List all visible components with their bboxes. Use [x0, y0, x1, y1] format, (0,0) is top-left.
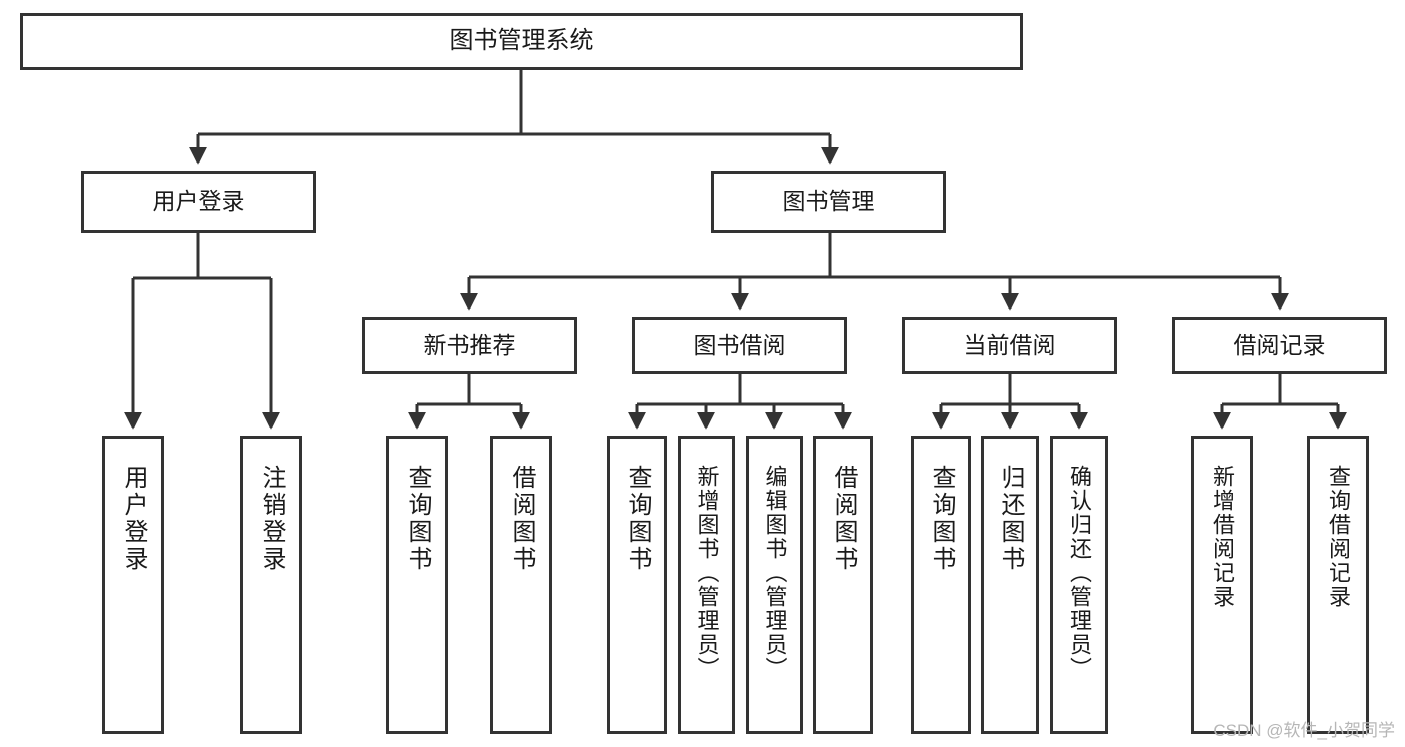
node-label: 查询图书: [404, 465, 431, 573]
node-label: 注销登录: [258, 465, 285, 573]
node-user-login[interactable]: 用户登录: [81, 171, 316, 233]
node-label: 图书管理: [782, 188, 875, 215]
node-leaf-borrow-book[interactable]: 借阅图书: [813, 436, 873, 734]
node-label: 查询借阅记录: [1326, 465, 1351, 609]
node-leaf-user-login[interactable]: 用户登录: [102, 436, 164, 734]
node-leaf-borrow-book-recommend[interactable]: 借阅图书: [490, 436, 552, 734]
node-label: 用户登录: [152, 188, 245, 215]
node-label: 图书管理系统: [449, 27, 594, 55]
node-label: 编辑图书（管理员）: [762, 465, 788, 681]
node-label: 借阅记录: [1233, 331, 1326, 358]
node-leaf-add-borrow-record[interactable]: 新增借阅记录: [1191, 436, 1253, 734]
node-label: 借阅图书: [830, 465, 857, 573]
node-leaf-edit-book-admin[interactable]: 编辑图书（管理员）: [746, 436, 803, 734]
node-root-book-management-system[interactable]: 图书管理系统: [20, 13, 1023, 70]
node-label: 当前借阅: [963, 331, 1056, 358]
node-leaf-query-book-current[interactable]: 查询图书: [911, 436, 971, 734]
node-new-book-recommend[interactable]: 新书推荐: [362, 317, 577, 374]
node-leaf-query-book-borrow[interactable]: 查询图书: [607, 436, 667, 734]
csdn-watermark: CSDN @软件_小贺同学: [1213, 721, 1395, 740]
node-leaf-logout[interactable]: 注销登录: [240, 436, 302, 734]
node-label: 用户登录: [120, 465, 147, 573]
node-label: 归还图书: [997, 465, 1024, 573]
node-book-management[interactable]: 图书管理: [711, 171, 946, 233]
node-borrow-record[interactable]: 借阅记录: [1172, 317, 1387, 374]
node-label: 新增图书（管理员）: [694, 465, 720, 681]
node-leaf-add-book-admin[interactable]: 新增图书（管理员）: [678, 436, 735, 734]
node-label: 查询图书: [624, 465, 651, 573]
node-current-borrow[interactable]: 当前借阅: [902, 317, 1117, 374]
node-leaf-return-book[interactable]: 归还图书: [981, 436, 1039, 734]
node-leaf-query-book-recommend[interactable]: 查询图书: [386, 436, 448, 734]
node-book-borrow[interactable]: 图书借阅: [632, 317, 847, 374]
node-label: 新书推荐: [423, 331, 516, 358]
node-label: 新增借阅记录: [1210, 465, 1235, 609]
node-label: 确认归还（管理员）: [1067, 465, 1092, 681]
node-leaf-query-borrow-record[interactable]: 查询借阅记录: [1307, 436, 1369, 734]
node-label: 查询图书: [928, 465, 955, 573]
node-label: 图书借阅: [693, 331, 786, 358]
node-leaf-confirm-return-admin[interactable]: 确认归还（管理员）: [1050, 436, 1108, 734]
node-label: 借阅图书: [508, 465, 535, 573]
